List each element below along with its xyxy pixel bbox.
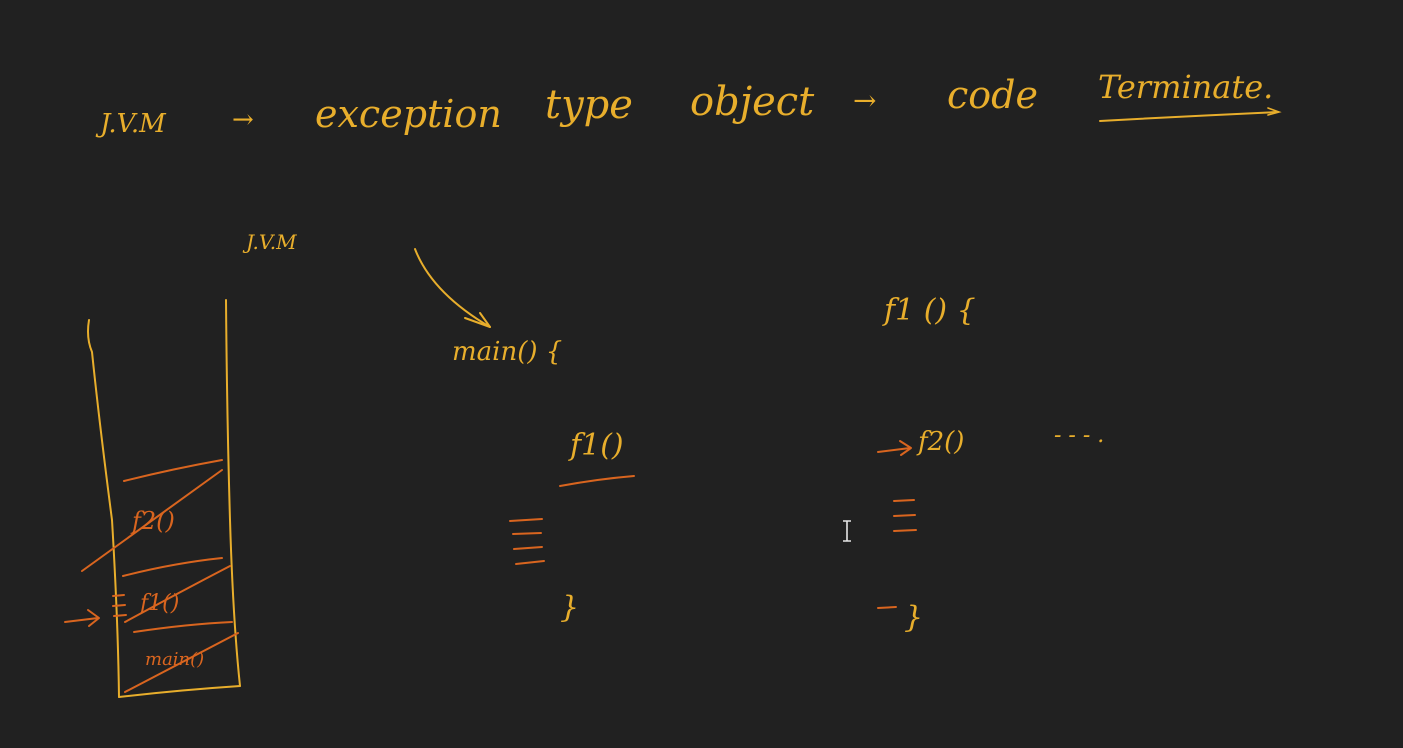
terminate-underline-tip [1267, 107, 1282, 116]
stack-strike-f1 [124, 565, 231, 623]
f1-close-marker [877, 606, 897, 609]
main-call-underline [559, 475, 635, 487]
jvm-to-main-arrow [414, 248, 491, 328]
title-word-type: type [545, 82, 633, 128]
title-word-object: object [690, 79, 815, 125]
title-word-terminate: Terminate. [1098, 68, 1273, 106]
main-call-f1: f1() [568, 428, 624, 463]
jvm-to-main-arrowhead [464, 312, 491, 328]
stack-pointer-arrowhead [87, 609, 100, 627]
stack-pointer-arrow [64, 617, 99, 623]
f1-close-brace: } [904, 600, 923, 635]
stack-strike-main [124, 632, 239, 693]
stack-divider-middle [122, 557, 223, 577]
stack-frame-main: main() [145, 649, 204, 670]
text-cursor-icon [843, 520, 851, 542]
stack-right-wall [225, 299, 241, 687]
f1-ellipsis: - - - . [1054, 423, 1104, 448]
title-word-exception: exception [315, 92, 502, 136]
main-close-brace: } [560, 590, 579, 625]
terminate-underline [1099, 111, 1279, 122]
jvm-label: J.V.M [242, 230, 297, 254]
f1-call-f2: f2() [916, 427, 964, 457]
main-header: main() { [452, 337, 562, 367]
call-stack: f2() f1() main() [64, 299, 241, 698]
f1-call-arrow [877, 447, 911, 453]
title-jvm: J.V.M [95, 109, 167, 139]
stack-divider-top [123, 459, 223, 482]
stack-left-wall [87, 319, 120, 698]
stack-strike-f2 [81, 469, 223, 572]
title-word-code: code [947, 73, 1038, 117]
stack-divider-bottom [133, 621, 233, 633]
title-arrow-1: → [232, 105, 254, 135]
f1-header: f1 () { [882, 293, 976, 328]
stack-bottom [118, 685, 241, 698]
stack-pointer-lines [112, 594, 127, 617]
f1-call-arrowhead [899, 440, 912, 456]
main-body-lines [509, 518, 545, 565]
title-arrow-2: → [853, 84, 876, 117]
f1-body-lines [893, 499, 917, 532]
